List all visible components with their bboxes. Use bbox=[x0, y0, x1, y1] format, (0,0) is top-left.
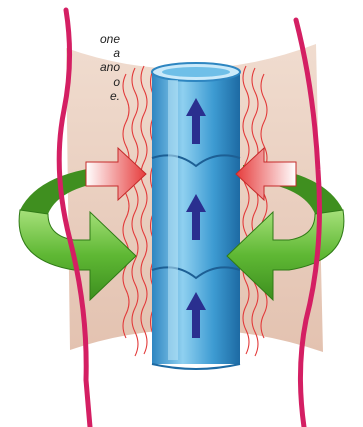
caption-line: e. bbox=[0, 89, 120, 103]
caption-fragment: one a ano o e. bbox=[0, 32, 120, 103]
caption-line: one bbox=[0, 32, 120, 46]
caption-line: o bbox=[0, 75, 120, 89]
caption-line: ano bbox=[0, 60, 120, 74]
caption-line: a bbox=[0, 46, 120, 60]
